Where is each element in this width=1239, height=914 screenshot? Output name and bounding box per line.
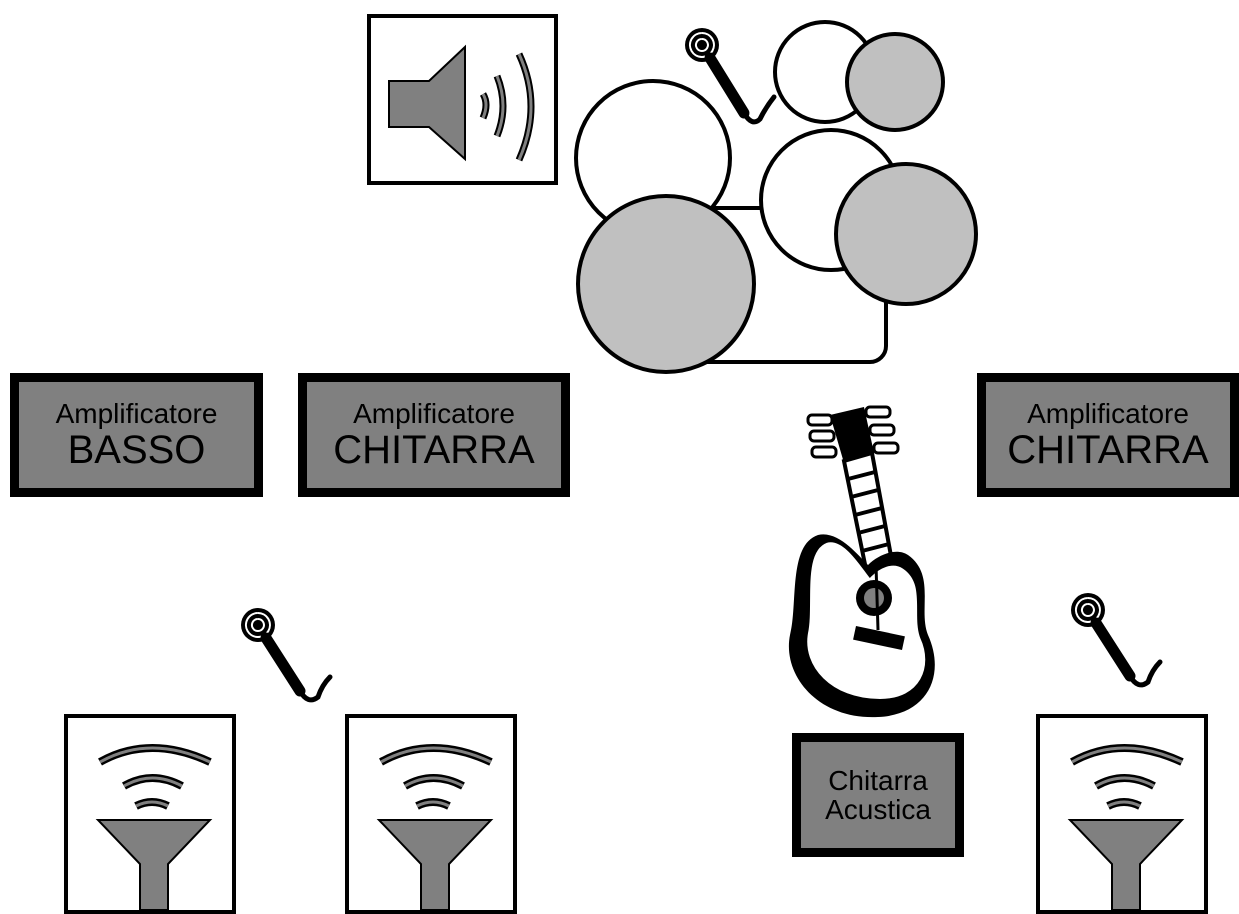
stage-monitor-1 [64,714,236,914]
acoustic-guitar-label: Chitarra [828,764,928,796]
guitar-amplifier-right-type: CHITARRA [1007,427,1209,472]
stage-monitor-icon [1067,744,1185,911]
drum-kit-icon [574,20,978,374]
stage-monitor-icon [95,744,213,911]
microphone-icon [685,28,777,125]
stage-monitor-3 [1036,714,1208,914]
stage-monitor-icon [376,744,494,911]
acoustic-guitar-icon [788,405,935,718]
acoustic-guitar-box: Chitarra Acustica [792,733,964,857]
speaker-volume-icon [388,44,535,162]
acoustic-guitar-type: Acustica [825,794,931,825]
guitar-amplifier-left: Amplificatore CHITARRA [298,373,570,497]
microphone-icon [241,608,333,703]
guitar-amplifier-right-label: Amplificatore [1027,398,1189,430]
bass-amplifier-type: BASSO [67,427,206,472]
bass-amplifier: Amplificatore BASSO [10,373,263,497]
bass-amplifier-label: Amplificatore [55,398,218,430]
guitar-amplifier-left-type: CHITARRA [333,427,535,472]
guitar-amplifier-right: Amplificatore CHITARRA [977,373,1239,497]
pa-speaker-box [367,14,558,185]
stage-monitor-2 [345,714,517,914]
microphone-icon [1071,593,1163,688]
guitar-amplifier-left-label: Amplificatore [353,398,515,430]
